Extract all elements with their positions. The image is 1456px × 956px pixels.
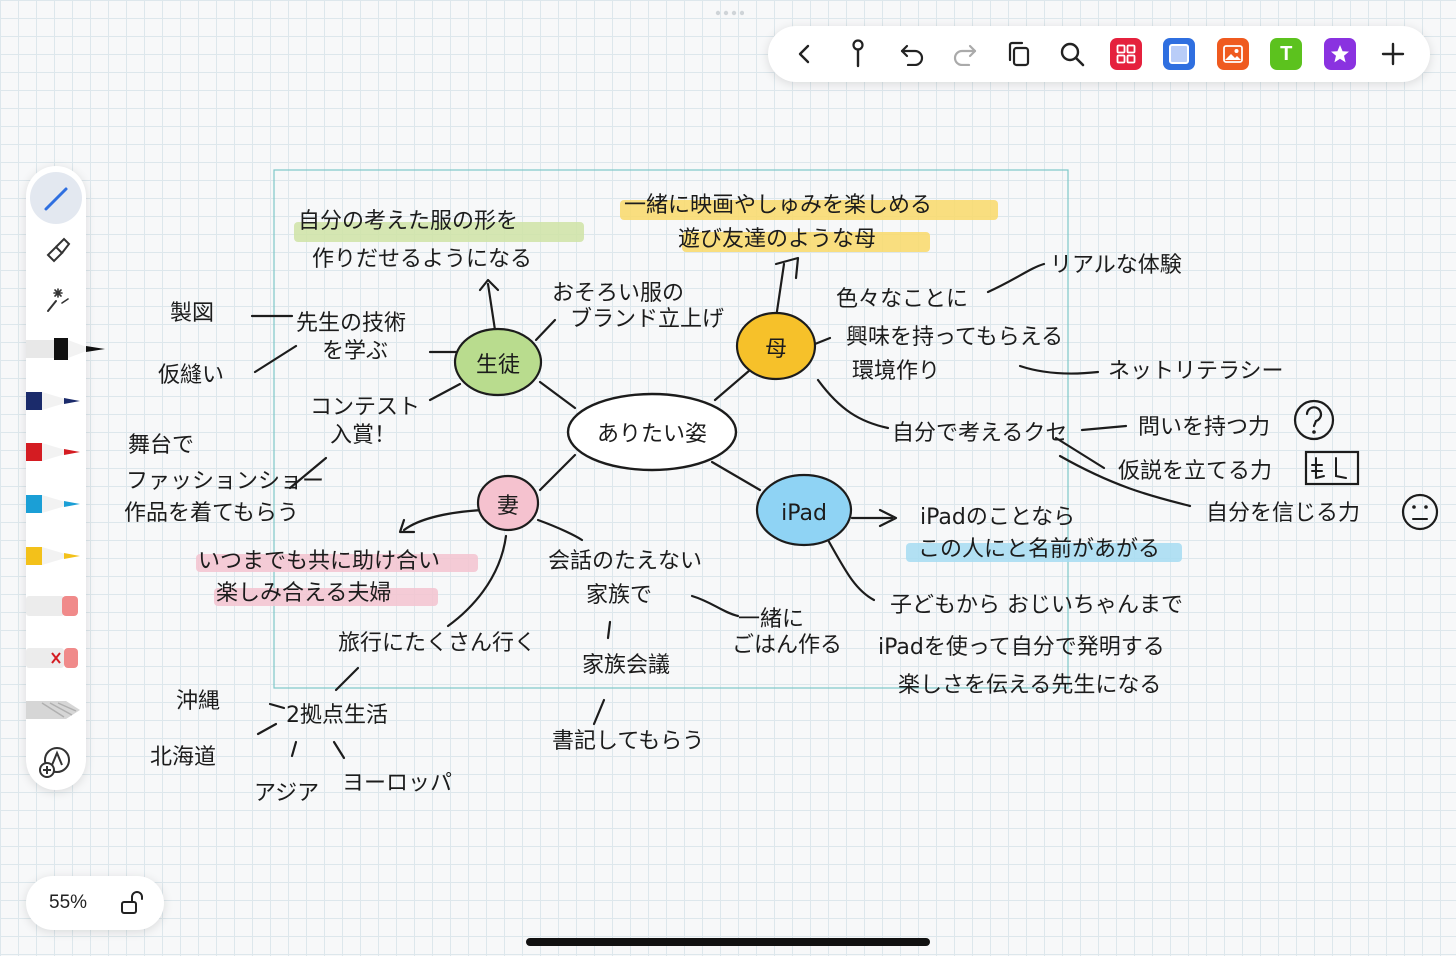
butai-line2: ファッションショー <box>126 469 324 494</box>
tsuma-goal-line1: いつまでも共に助け合い <box>198 549 440 574</box>
goal-seito-line2: 作りだせるようになる <box>312 247 532 272</box>
nikyoten-text: 2拠点生活 <box>286 703 388 728</box>
zoom-level: 55% <box>49 892 88 913</box>
add-tool-icon[interactable] <box>38 742 118 782</box>
asia-text: アジア <box>254 781 319 806</box>
karinui-text: 仮縫い <box>158 363 224 388</box>
kaiwa-line2: 家族で <box>586 583 652 608</box>
kyoumi-text: 興味を持ってもらえる <box>846 325 1063 350</box>
shape-app-icon[interactable] <box>1161 36 1197 72</box>
node-tsuma[interactable]: 妻 <box>476 474 540 532</box>
node-ipad-label: iPad <box>781 501 827 526</box>
gray-tool[interactable] <box>26 690 106 730</box>
lasso-tool-icon[interactable] <box>42 280 122 320</box>
grid-app-icon[interactable] <box>1108 36 1144 72</box>
shoki-text: 書記してもらう <box>552 729 704 754</box>
jibun-text: 自分で考えるクセ <box>892 421 1067 446</box>
yellow-pen[interactable] <box>26 536 106 576</box>
contest-line1: コンテスト <box>310 395 420 420</box>
back-icon[interactable] <box>787 36 823 72</box>
eraser-tool-icon[interactable] <box>42 228 122 268</box>
pink-eraser[interactable] <box>26 586 106 626</box>
pointer-icon[interactable] <box>840 36 876 72</box>
add-icon[interactable] <box>1375 36 1411 72</box>
unlock-icon[interactable] <box>119 890 145 916</box>
ryoko-text: 旅行にたくさん行く <box>338 631 536 656</box>
goal-seito-line1: 自分の考えた服の形を <box>298 209 518 234</box>
selection-box[interactable] <box>273 169 1069 689</box>
toi-text: 問いを持つ力 <box>1138 415 1270 440</box>
kaigi-text: 家族会議 <box>582 653 670 678</box>
kasetsu-text: 仮説を立てる力 <box>1118 459 1272 484</box>
kodomo-line3: 楽しさを伝える先生になる <box>898 673 1161 698</box>
black-pen[interactable] <box>26 329 106 369</box>
navy-pen[interactable] <box>26 381 106 421</box>
highlight-blue <box>906 543 1182 562</box>
undo-icon[interactable] <box>894 36 930 72</box>
seizu-text: 製図 <box>170 301 214 326</box>
issho-line1: 一緒に <box>738 607 804 632</box>
ipad-goal-line1: iPadのことなら <box>920 505 1075 530</box>
node-ipad[interactable]: iPad <box>755 473 853 547</box>
tsuma-goal-line2: 楽しみ合える夫婦 <box>216 581 391 606</box>
home-indicator[interactable] <box>526 938 930 946</box>
hokkaido-text: 北海道 <box>150 745 216 770</box>
issho-line2: ごはん作る <box>732 633 842 658</box>
europe-text: ヨーロッパ <box>342 771 452 796</box>
kaiwa-line1: 会話のたえない <box>548 549 702 574</box>
top-drag-handle[interactable] <box>714 10 744 16</box>
goal-haha-line1: 一緒に映画やしゅみを楽しめる <box>624 193 932 218</box>
node-haha[interactable]: 母 <box>735 311 817 381</box>
moshi-box-icon <box>1304 450 1360 486</box>
sensei-line2: を学ぶ <box>322 339 388 364</box>
highlight-green <box>294 222 584 242</box>
sticker-app-icon[interactable] <box>1322 36 1358 72</box>
osoroi-line1: おそろい服の <box>552 281 684 306</box>
connectors <box>250 256 1192 760</box>
contest-line2: 入賞！ <box>330 423 396 448</box>
red-eraser[interactable] <box>26 638 106 678</box>
butai-line3: 作品を着てもらう <box>124 501 299 526</box>
kankyo-text: 環境作り <box>852 359 940 384</box>
node-seito-label: 生徒 <box>476 353 520 378</box>
image-app-icon[interactable] <box>1215 36 1251 72</box>
tool-palette <box>26 166 105 790</box>
goal-haha-line2: 遊び友達のような母 <box>678 227 876 252</box>
neutral-face-icon <box>1401 493 1439 531</box>
highlight-pink-2 <box>214 588 438 606</box>
red-pen[interactable] <box>26 432 106 472</box>
ipad-goal-line2: この人にと名前があがる <box>918 537 1160 562</box>
butai-line1: 舞台で <box>128 433 194 458</box>
sensei-line1: 先生の技術 <box>296 311 406 336</box>
shinjiru-text: 自分を信じる力 <box>1206 501 1360 526</box>
iroiro-text: 色々なことに <box>836 287 968 312</box>
highlight-yellow-2 <box>682 232 930 252</box>
okinawa-text: 沖縄 <box>176 689 220 714</box>
search-icon[interactable] <box>1054 36 1090 72</box>
highlight-yellow-1 <box>620 200 998 220</box>
pen-tool-icon[interactable] <box>42 178 122 218</box>
highlight-pink-1 <box>196 554 478 572</box>
node-tsuma-label: 妻 <box>497 494 519 519</box>
handwritten-text: 自分の考えた服の形を 作りだせるようになる 一緒に映画やしゅみを楽しめる 遊び友… <box>124 193 1360 806</box>
highlights <box>196 200 1182 606</box>
redo-icon[interactable] <box>947 36 983 72</box>
osoroi-line2: ブランド立上げ <box>570 307 724 332</box>
question-circle-icon <box>1293 399 1335 441</box>
zoom-control[interactable]: 55% <box>26 876 164 930</box>
top-toolbar: T <box>768 26 1430 82</box>
center-label: ありたい姿 <box>597 422 707 447</box>
node-seito[interactable]: 生徒 <box>453 327 543 397</box>
node-haha-label: 母 <box>765 337 787 362</box>
real-text: リアルな体験 <box>1050 253 1182 278</box>
text-app-label: T <box>1270 38 1303 70</box>
center-node[interactable]: ありたい姿 <box>566 392 738 472</box>
copy-pages-icon[interactable] <box>1001 36 1037 72</box>
net-text: ネットリテラシー <box>1108 359 1284 384</box>
cyan-pen[interactable] <box>26 484 106 524</box>
text-app-icon[interactable]: T <box>1268 36 1304 72</box>
kodomo-line2: iPadを使って自分で発明する <box>878 635 1165 660</box>
kodomo-line1: 子どもから おじいちゃんまで <box>890 593 1183 618</box>
